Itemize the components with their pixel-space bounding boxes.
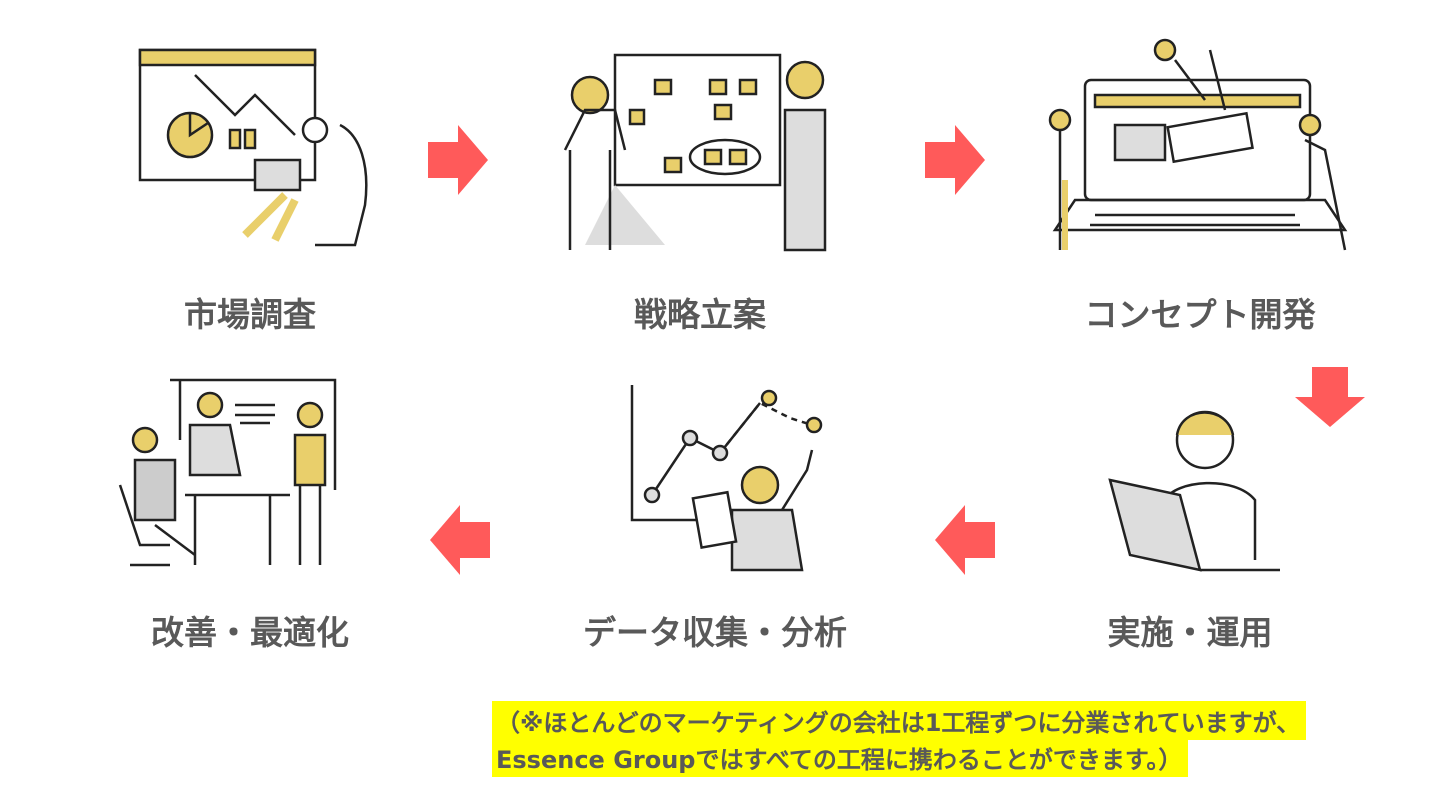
arrow-down-icon bbox=[1295, 367, 1365, 427]
data-analysis-illustration bbox=[630, 385, 823, 572]
improvement-illustration bbox=[118, 378, 337, 567]
note-line-1: （※ほとんどのマーケティングの会社は1工程ずつに分業されていますが、 bbox=[492, 701, 1307, 740]
note-line-2: Essence Groupではすべての工程に携わることができます。） bbox=[492, 738, 1189, 777]
implementation-illustration bbox=[1108, 410, 1280, 572]
market-research-illustration bbox=[138, 48, 368, 247]
strategy-planning-illustration bbox=[563, 53, 827, 252]
arrow-left-icon bbox=[935, 505, 995, 575]
arrow-left-icon bbox=[430, 505, 490, 575]
step-label-strategy: 戦略立案 bbox=[634, 295, 766, 334]
step-label-data-analysis: データ収集・分析 bbox=[583, 613, 847, 652]
arrow-right-icon bbox=[428, 125, 488, 195]
step-label-improvement: 改善・最適化 bbox=[151, 613, 349, 652]
step-label-concept: コンセプト開発 bbox=[1084, 295, 1316, 334]
step-label-market-research: 市場調査 bbox=[184, 295, 316, 334]
concept-development-illustration bbox=[1048, 38, 1348, 251]
arrow-right-icon bbox=[925, 125, 985, 195]
step-label-implementation: 実施・運用 bbox=[1107, 613, 1273, 652]
